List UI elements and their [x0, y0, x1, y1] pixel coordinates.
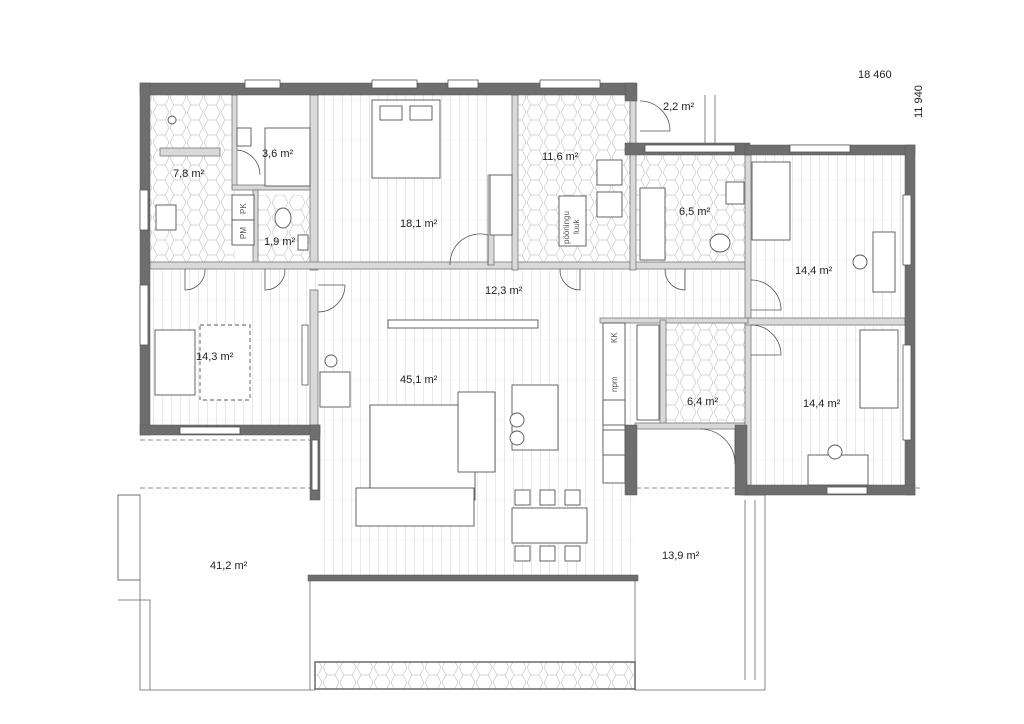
room-area-label: 13,9 m² — [662, 550, 700, 562]
room-area-label: 14,3 m² — [196, 351, 234, 363]
furniture — [154, 99, 899, 562]
attic-hatch-label-2: luuk — [572, 218, 581, 234]
room-area-label: 6,4 m² — [687, 396, 719, 408]
dimension-width: 18 460 — [858, 69, 892, 81]
room-area-label: 14,4 m² — [803, 398, 841, 410]
pm-label: PM — [239, 227, 248, 239]
room-area-label: 2,2 m² — [663, 101, 695, 113]
windows — [139, 79, 912, 495]
room-area-label: 45,1 m² — [400, 374, 438, 386]
dimension-depth: 11 940 — [913, 85, 925, 118]
room-area-label: 41,2 m² — [210, 560, 248, 572]
room-area-label: 11,6 m² — [542, 151, 579, 163]
room-area-label: 3,6 m² — [262, 148, 294, 160]
room-area-label: 7,8 m² — [173, 168, 205, 180]
room-area-label: 6,5 m² — [679, 206, 711, 218]
planter — [314, 661, 636, 690]
pk-label: PK — [239, 203, 248, 214]
attic-hatch-label: pööningu — [562, 211, 571, 244]
room-area-label: 14,4 m² — [795, 265, 833, 277]
room-area-label: 12,3 m² — [485, 285, 523, 297]
room-area-label: 18,1 m² — [400, 218, 438, 230]
npm-label: npm — [610, 376, 619, 392]
room-area-label: 1,9 m² — [264, 236, 296, 248]
doors — [184, 95, 782, 465]
kk-label: KK — [610, 332, 619, 343]
